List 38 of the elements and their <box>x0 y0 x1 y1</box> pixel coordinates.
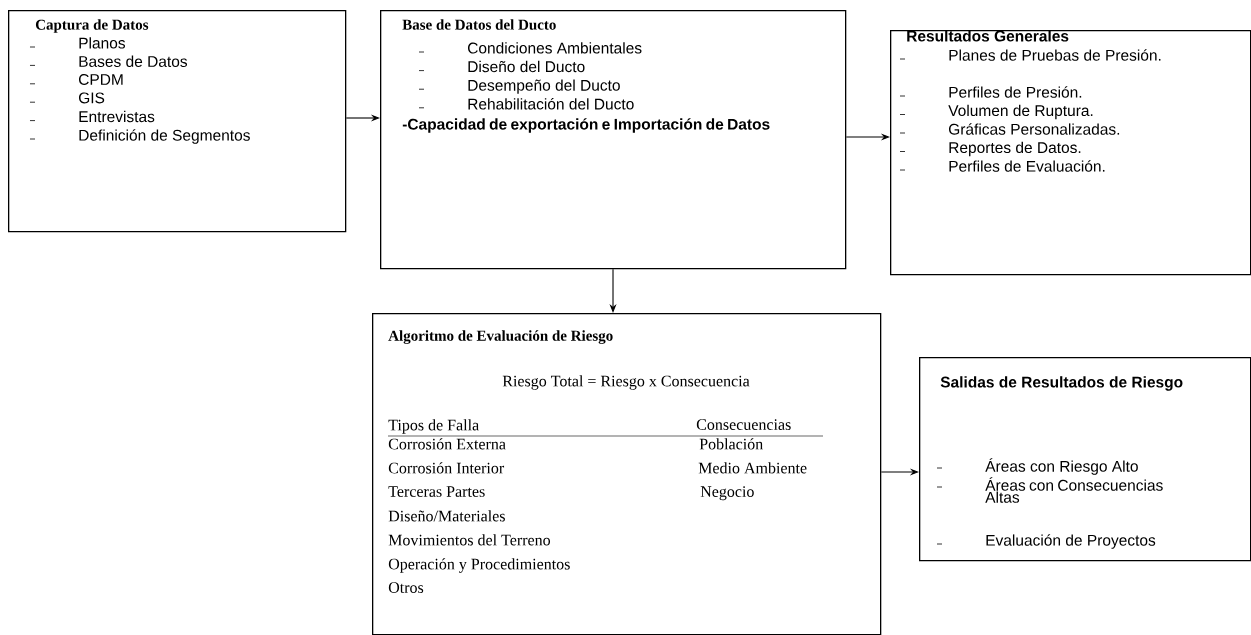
list-item: Bases de Datos <box>79 55 188 67</box>
list-item: CPDM <box>79 74 123 85</box>
table-cell: Operación y Procedimientos <box>388 558 570 573</box>
list-item: Rehabilitación del Ducto <box>468 98 634 110</box>
box-heading: Captura de Datos <box>35 19 149 33</box>
list-item: Definición de Segmentos <box>79 129 250 144</box>
list-item: Condiciones Ambientales <box>468 42 642 54</box>
table-cell: Consecuencias <box>696 419 791 430</box>
list-item: Desempeño del Ducto <box>468 79 620 94</box>
table-cell: Medio Ambiente <box>698 462 807 474</box>
table-cell: Corrosión Interior <box>388 462 505 474</box>
list-item: Áreas con Riesgo Alto <box>985 458 1138 475</box>
list-item: Planos <box>79 37 125 49</box>
table-cell: Negocio <box>700 486 754 501</box>
table-cell: Terceras Partes <box>388 486 485 497</box>
box-heading: Salidas de Resultados de Riesgo <box>940 376 1183 391</box>
box-heading: Resultados Generales <box>907 30 1069 42</box>
table-cell: Diseño/Materiales <box>388 510 505 522</box>
table-cell: Corrosión Externa <box>388 438 506 450</box>
list-item: GIS <box>79 92 105 104</box>
list-item: Perfiles de Evaluación. <box>949 160 1105 172</box>
list-item: Volumen de Ruptura. <box>948 104 1093 120</box>
list-item: Entrevistas <box>79 110 155 123</box>
box-heading: Algoritmo de Evaluación de Riesgo <box>388 330 613 344</box>
list-item: Áreas con Consecuencias Altas <box>985 477 1163 503</box>
list-item: Gráficas Personalizadas. <box>949 123 1120 135</box>
table-cell: Otros <box>388 582 424 593</box>
list-item: Diseño del Ducto <box>468 60 585 73</box>
table-cell: Población <box>699 438 763 450</box>
formula-text: Riesgo Total = Riesgo x Consecuencia <box>502 375 750 390</box>
table-cell: Tipos de Falla <box>388 419 479 434</box>
list-item: Perfiles de Presión. <box>949 86 1082 98</box>
box-heading: Base de Datos del Ducto <box>402 19 556 30</box>
table-cell: Movimientos del Terreno <box>388 534 550 546</box>
list-item: -Capacidad de exportación e Importación de Datos <box>402 118 770 133</box>
list-item: Evaluación de Proyectos <box>986 534 1156 549</box>
list-item: Planes de Pruebas de Presión. <box>949 49 1161 61</box>
list-item: Reportes de Datos. <box>949 141 1081 157</box>
